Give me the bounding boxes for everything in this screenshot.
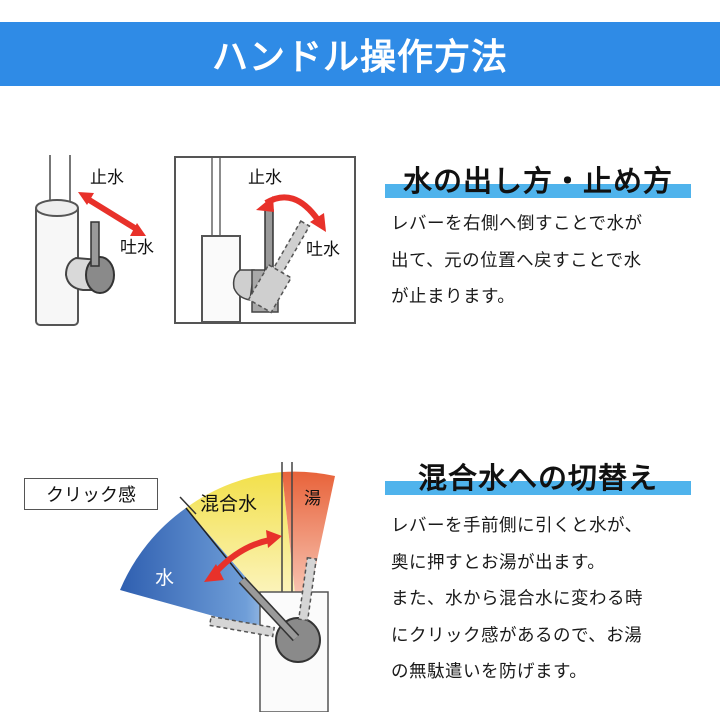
faucet-detail-diagram (201, 158, 326, 322)
discharge-label-right: 吐水 (306, 240, 340, 260)
mixing-fan-diagram (120, 462, 335, 712)
faucet-side-diagram (35, 155, 146, 326)
stop-water-label-left: 止水 (90, 168, 124, 188)
section2-line: にクリック感があるので、お湯 (391, 625, 643, 646)
faucet-detail-frame (174, 156, 356, 324)
mixed-water-label: 混合水 (200, 493, 258, 515)
section1-heading: 水の出し方・止め方 (385, 158, 691, 198)
click-feel-label: クリック感 (46, 485, 136, 506)
section2-line: レバーを手前側に引くと水が、 (391, 516, 643, 536)
section2-line: の無駄遣いを防げます。 (391, 662, 588, 682)
section2-line: また、水から混合水に変わる時 (391, 589, 643, 609)
heading-underline (385, 184, 691, 198)
hot-water-label: 湯 (304, 489, 321, 509)
section1-description: レバーを右側へ倒すことで水が 出て、元の位置へ戻すことで水 が止まります。 (391, 206, 701, 316)
section2-heading-text: 混合水への切替え (417, 461, 658, 495)
section2-line: 奥に押すとお湯が出ます。 (391, 552, 606, 573)
discharge-label-left: 吐水 (120, 238, 154, 258)
section1-line: 出て、元の位置へ戻すことで水 (391, 250, 642, 271)
section1-heading-text: 水の出し方・止め方 (402, 164, 673, 198)
section2-heading: 混合水への切替え (385, 455, 691, 495)
section1-line: が止まります。 (391, 287, 516, 307)
title-banner: ハンドル操作方法 (0, 22, 720, 86)
click-feel-callout: クリック感 (24, 478, 158, 510)
section1-line: レバーを右側へ倒すことで水が (391, 214, 643, 234)
heading-underline (385, 481, 691, 495)
page-title: ハンドル操作方法 (211, 37, 508, 78)
section2-description: レバーを手前側に引くと水が、 奥に押すとお湯が出ます。 また、水から混合水に変わ… (391, 508, 701, 691)
water-label: 水 (155, 567, 175, 589)
stop-water-label-right: 止水 (248, 168, 282, 188)
